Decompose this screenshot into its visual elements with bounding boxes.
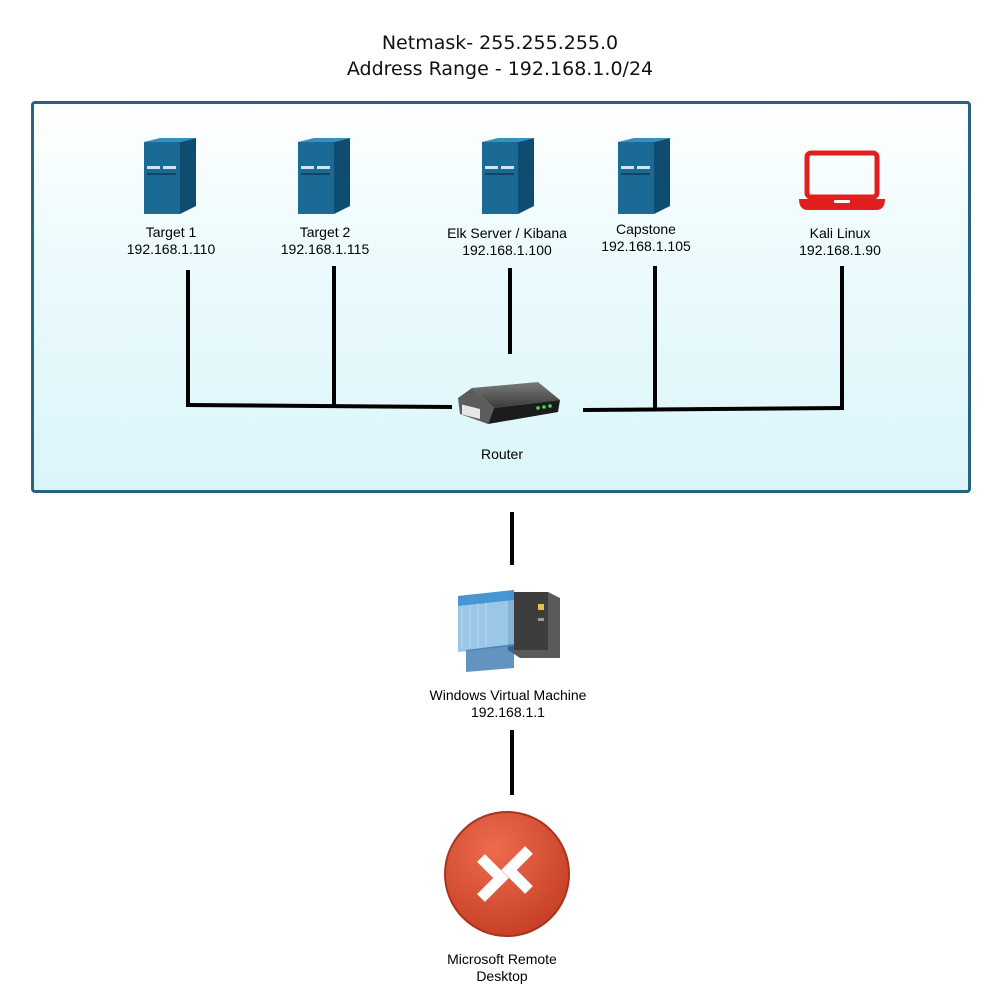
target1-ip: 192.168.1.110 [126,241,216,257]
capstone-name: Capstone [616,221,676,237]
remote-desktop-icon[interactable] [443,810,571,938]
elk-ip: 192.168.1.100 [462,242,552,258]
windows-vm-name: Windows Virtual Machine [429,687,587,703]
kali-name: Kali Linux [809,225,871,241]
rdp-name-line2: Desktop [476,968,528,984]
server-tower-icon[interactable] [478,138,538,218]
rdp-name-line1: Microsoft Remote [447,951,557,967]
router-name: Router [480,446,524,462]
network-header: Netmask- 255.255.255.0 Address Range - 1… [0,30,1000,82]
router-icon[interactable] [452,380,564,430]
node-windows-vm: Windows Virtual Machine 192.168.1.1 [430,687,587,721]
wire-left-bus [185,402,453,410]
capstone-ip: 192.168.1.105 [601,238,691,254]
server-tower-icon[interactable] [294,138,354,218]
target2-ip: 192.168.1.115 [280,241,370,257]
wire-right-bus [582,405,845,413]
node-target1: Target 1 192.168.1.110 [127,224,216,258]
server-tower-icon[interactable] [614,138,674,218]
node-elk: Elk Server / Kibana 192.168.1.100 [447,225,567,259]
target1-name: Target 1 [145,224,197,240]
netmask-text: Netmask- 255.255.255.0 [381,32,619,54]
windows-vm-ip: 192.168.1.1 [471,704,545,720]
virtual-machine-icon[interactable] [452,588,564,672]
laptop-icon[interactable] [796,150,888,212]
server-tower-icon[interactable] [140,138,200,218]
node-router: Router [481,446,523,463]
address-range-text: Address Range - 192.168.1.0/24 [346,58,654,80]
kali-ip: 192.168.1.90 [799,242,881,258]
elk-name: Elk Server / Kibana [447,225,567,241]
node-kali: Kali Linux 192.168.1.90 [799,225,881,259]
node-remote-desktop: Microsoft Remote Desktop [447,951,557,985]
node-capstone: Capstone 192.168.1.105 [601,221,691,255]
node-target2: Target 2 192.168.1.115 [281,224,370,258]
target2-name: Target 2 [299,224,351,240]
